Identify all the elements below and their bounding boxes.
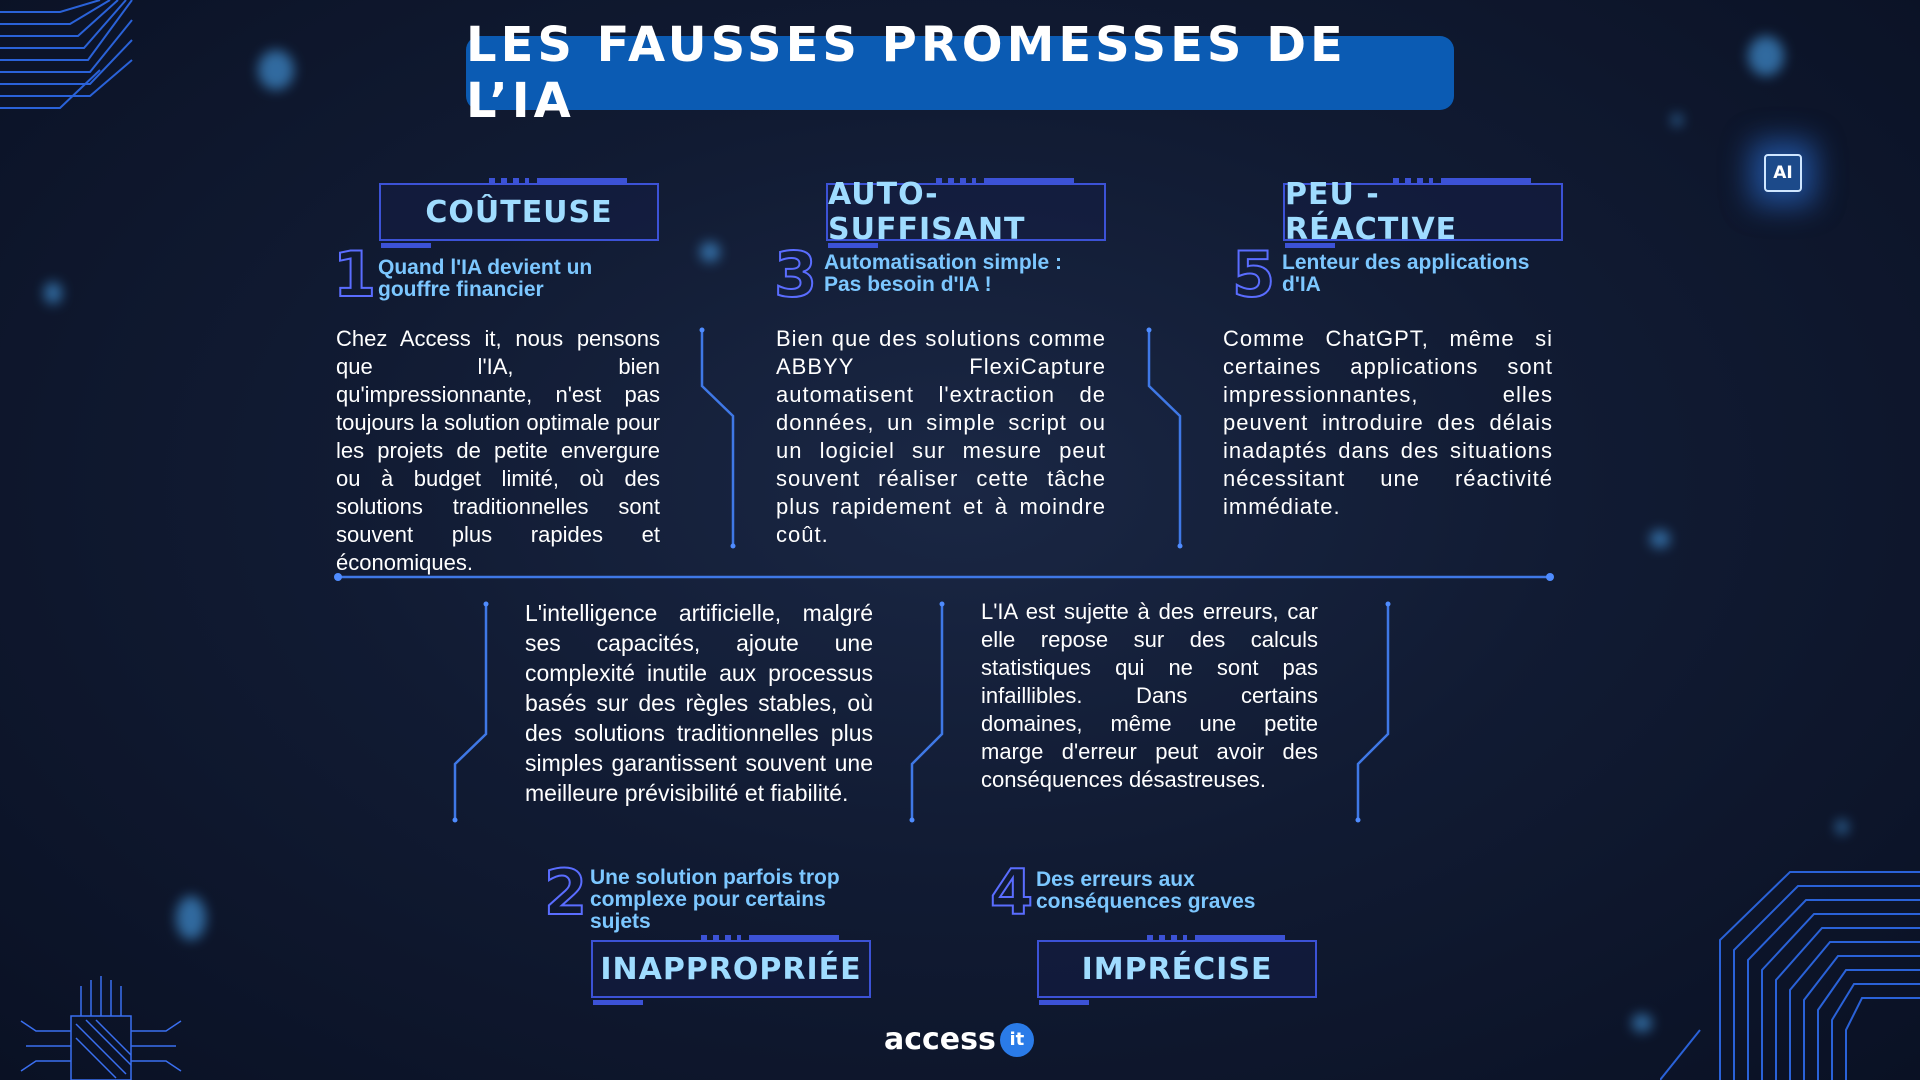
section-text: Bien que des solutions comme ABBYY Flexi…: [776, 326, 1106, 547]
glow-dot: [1748, 36, 1784, 76]
access-it-logo: access it: [884, 1022, 1034, 1057]
glow-dot: [1632, 1014, 1652, 1032]
label-text: AUTO-SUFFISANT: [828, 177, 1026, 247]
section-subtitle: Lenteur des applications d'IA: [1282, 251, 1530, 296]
section-text: Comme ChatGPT, même si certaines applica…: [1223, 326, 1553, 519]
section-text: Chez Access it, nous pensons que l'IA, b…: [336, 326, 660, 575]
chip-decoration-bottom-left: [20, 976, 182, 1080]
logo-badge: it: [999, 1022, 1034, 1057]
section-number-1: 1: [332, 238, 377, 311]
glow-dot: [1650, 530, 1670, 548]
section-text: L'intelligence artificielle, malgré ses …: [525, 600, 873, 806]
label-imprecise: IMPRÉCISE: [1037, 935, 1317, 1005]
label-peu-reactive: PEU - RÉACTIVE: [1283, 177, 1563, 248]
label-text: COÛTEUSE: [425, 194, 613, 230]
glow-dot: [44, 282, 62, 304]
label-text: INAPPROPRIÉE: [600, 951, 862, 987]
section-number-2: 2: [543, 856, 588, 929]
page-title: LES FAUSSES PROMESSES DE L’IA: [466, 17, 1347, 129]
ai-chip-icon: AI: [1764, 154, 1802, 192]
glow-dot: [700, 242, 720, 262]
section-subtitle: Automatisation simple : Pas besoin d'IA …: [824, 251, 1063, 296]
circuit-decoration-bottom-right: [1660, 871, 1920, 1080]
logo-wordmark: access: [884, 1022, 996, 1057]
label-inappropriee: INAPPROPRIÉE: [591, 935, 871, 1005]
section-number-4: 4: [989, 856, 1034, 929]
glow-dot: [1836, 820, 1848, 834]
section-number-3: 3: [773, 238, 818, 311]
title-banner: LES FAUSSES PROMESSES DE L’IA: [466, 17, 1454, 129]
section-number-5: 5: [1231, 238, 1276, 311]
section-subtitle: Quand l'IA devient un gouffre financier: [378, 256, 593, 301]
section-text: L'IA est sujette à des erreurs, car elle…: [981, 599, 1318, 792]
ai-chip-label: AI: [1773, 163, 1793, 183]
label-text: PEU - RÉACTIVE: [1285, 177, 1458, 247]
section-subtitle: Une solution parfois trop complexe pour …: [590, 866, 840, 933]
circuit-decoration-top-left: [0, 0, 133, 109]
glow-dot: [258, 50, 294, 90]
label-couteuse: COÛTEUSE: [379, 178, 659, 248]
glow-dot: [1672, 114, 1682, 126]
section-subtitle: Des erreurs aux conséquences graves: [1036, 868, 1256, 913]
label-auto-suffisant: AUTO-SUFFISANT: [826, 177, 1106, 248]
label-text: IMPRÉCISE: [1081, 951, 1273, 987]
glow-dot: [176, 896, 206, 940]
